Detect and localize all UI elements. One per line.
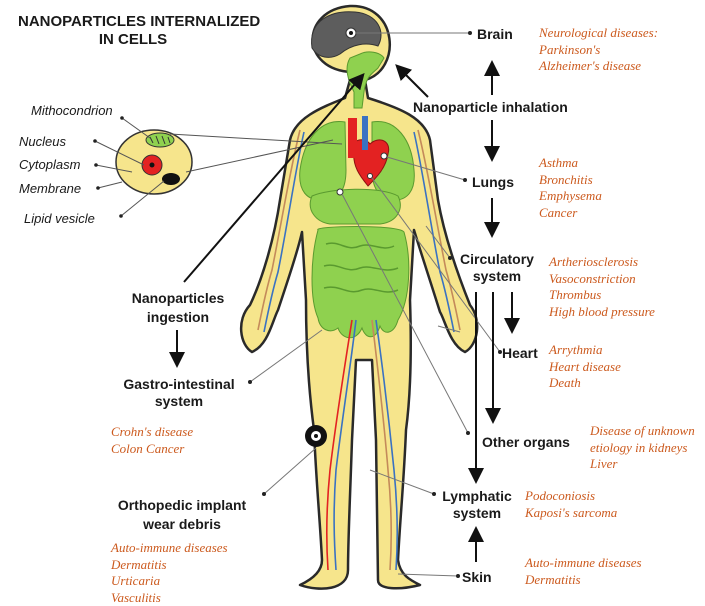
arrow-inhalation-to-nose [398,67,428,97]
ingestion-line-2: ingestion [118,309,238,326]
circulatory-line-2: system [452,268,542,285]
diseases-heart: Arrythmia Heart disease Death [549,342,621,392]
disease-item: Kaposi's sarcoma [525,505,617,522]
disease-item: Parkinson's [539,42,658,59]
label-implant: Orthopedic implant wear debris [112,497,252,533]
label-lymphatic: Lymphatic system [437,488,517,522]
label-ingestion: Nanoparticles ingestion [118,290,238,326]
leader-dot-nucleus [93,139,97,143]
disease-item: Vasoconstriction [549,271,655,288]
vena-cava [362,116,368,150]
disease-item: Urticaria [111,573,228,590]
lipid-vesicle-shape [162,173,180,185]
disease-item: Artheriosclerosis [549,254,655,271]
leader-dot-mitochondrion [120,116,124,120]
heart-marker [368,174,373,179]
disease-item: Thrombus [549,287,655,304]
disease-item: Heart disease [549,359,621,376]
disease-item: Neurological diseases: [539,25,658,42]
label-heart: Heart [502,345,538,362]
label-inhalation: Nanoparticle inhalation [413,99,568,116]
gastro-line-2: system [104,393,254,410]
leader-dot-brain [468,31,472,35]
disease-item: Cancer [539,205,602,222]
label-mitochondrion: Mithocondrion [31,103,113,118]
diseases-circulatory: Artheriosclerosis Vasoconstriction Throm… [549,254,655,320]
disease-item: Disease of unknown [590,423,695,440]
label-lipid-vesicle: Lipid vesicle [24,211,95,226]
disease-item: High blood pressure [549,304,655,321]
leader-dot-skin [456,574,460,578]
label-membrane: Membrane [19,181,81,196]
cell-inset [116,130,192,194]
nucleolus [150,163,155,168]
diseases-brain: Neurological diseases: Parkinson's Alzhe… [539,25,658,75]
leader-dot-lipid-vesicle [119,214,123,218]
disease-item: Auto-immune diseases [111,540,228,557]
leader-dot-other-organs [466,431,470,435]
label-brain: Brain [477,26,513,43]
leader-dot-cytoplasm [94,163,98,167]
implant-line-2: wear debris [112,516,252,533]
implant-line-1: Orthopedic implant [112,497,252,514]
mitochondrion-shape [146,133,174,147]
brain-marker-dot [349,31,353,35]
disease-item: Vasculitis [111,590,228,606]
title-line-2: IN CELLS [18,31,248,49]
disease-item: Death [549,375,621,392]
disease-item: Colon Cancer [111,441,193,458]
diseases-skin: Auto-immune diseases Dermatitis [525,555,642,588]
leader-implant [264,448,316,494]
disease-item: Bronchitis [539,172,602,189]
disease-item: Emphysema [539,188,602,205]
disease-item: Asthma [539,155,602,172]
disease-item: Podoconiosis [525,488,617,505]
diseases-other-organs: Disease of unknown etiology in kidneys L… [590,423,695,473]
disease-item: Dermatitis [525,572,642,589]
label-skin: Skin [462,569,492,586]
diseases-lungs: Asthma Bronchitis Emphysema Cancer [539,155,602,221]
diseases-gastro: Crohn's disease Colon Cancer [111,424,193,457]
title-line-1: NANOPARTICLES INTERNALIZED [18,13,248,31]
disease-item: Arrythmia [549,342,621,359]
leader-dot-lungs [463,178,467,182]
disease-item: Auto-immune diseases [525,555,642,572]
leader-dot-implant [262,492,266,496]
label-other-organs: Other organs [482,434,570,451]
gastro-line-1: Gastro-intestinal [104,376,254,393]
label-gastro: Gastro-intestinal system [104,376,254,410]
figure-title: NANOPARTICLES INTERNALIZED IN CELLS [18,13,248,49]
leader-dot-membrane [96,186,100,190]
implant-marker-dot [314,434,318,438]
label-circulatory: Circulatory system [452,251,542,285]
disease-item: Crohn's disease [111,424,193,441]
leader-dot-lymphatic [432,492,436,496]
leader-membrane [98,182,122,188]
lung-marker [381,153,387,159]
diseases-lymphatic: Podoconiosis Kaposi's sarcoma [525,488,617,521]
lymphatic-line-2: system [437,505,517,522]
ingestion-line-1: Nanoparticles [118,290,238,307]
disease-item: Alzheimer's disease [539,58,658,75]
label-cytoplasm: Cytoplasm [19,157,80,172]
label-lungs: Lungs [472,174,514,191]
diseases-implant: Auto-immune diseases Dermatitis Urticari… [111,540,228,606]
disease-item: Dermatitis [111,557,228,574]
disease-item: etiology in kidneys [590,440,695,457]
aorta [348,118,357,158]
disease-item: Liver [590,456,695,473]
circulatory-line-1: Circulatory [452,251,542,268]
lymphatic-line-1: Lymphatic [437,488,517,505]
label-nucleus: Nucleus [19,134,66,149]
